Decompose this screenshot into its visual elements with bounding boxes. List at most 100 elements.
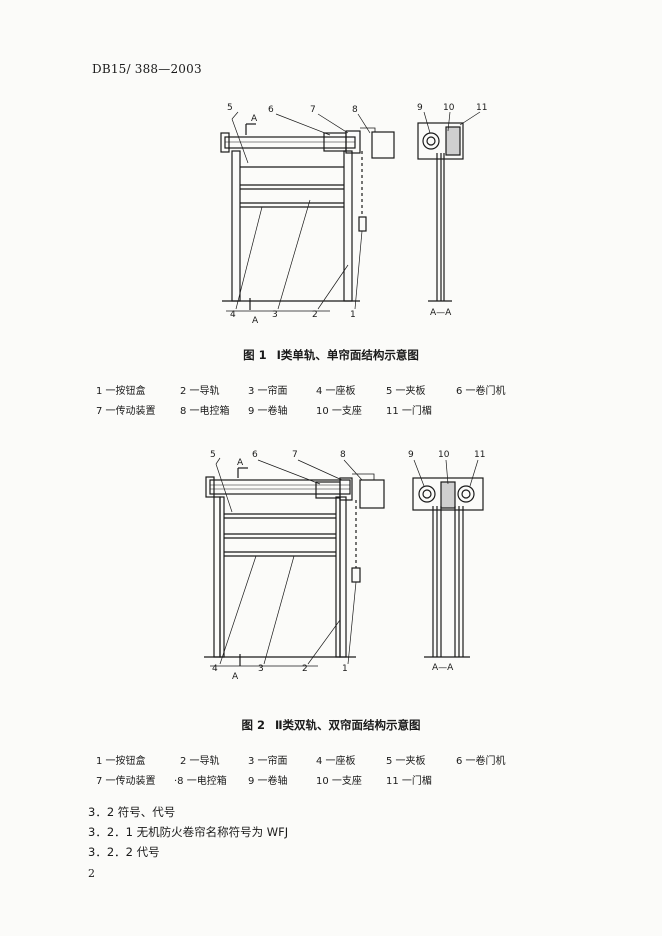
callout-7: 7 xyxy=(310,105,316,115)
control-box xyxy=(359,479,385,509)
right-guide-rail-inner xyxy=(335,496,341,658)
section-heading: 3．2 符号、代号 xyxy=(88,805,176,819)
callout-6: 6 xyxy=(252,450,258,460)
door-motor xyxy=(315,481,341,499)
leader-5 xyxy=(215,457,221,465)
leader-4 xyxy=(219,555,257,665)
legend-item: 3 一帘面 xyxy=(248,386,288,397)
callout-9: 9 xyxy=(408,450,414,460)
legend-item: 5 一夹板 xyxy=(386,386,426,397)
callout-a-bottom: A xyxy=(232,672,239,680)
callout-2: 2 xyxy=(312,310,318,320)
figure-2-title: Ⅱ类双轨、双帘面结构示意图 xyxy=(274,718,421,732)
figure-2-drawing: 5 A 6 7 8 4 A 3 2 1 9 10 11 A—A xyxy=(204,450,485,680)
leader-7 xyxy=(317,113,349,134)
callout-3: 3 xyxy=(272,310,278,320)
legend-item: 2 一导轨 xyxy=(180,386,220,397)
section-label: A—A xyxy=(432,663,454,673)
legend-item: 4 一座板 xyxy=(316,756,356,767)
right-guide-rail xyxy=(339,496,347,658)
legend-item: 6 一卷门机 xyxy=(456,386,506,397)
button-box xyxy=(351,567,361,583)
legend-item: 11 一门楣 xyxy=(386,406,432,417)
leader-8 xyxy=(343,459,363,481)
figure-1-drawing: 5 A 6 7 8 4 A 3 2 1 9 10 11 A—A xyxy=(220,103,487,325)
leader-2 xyxy=(307,619,341,665)
figure-2-number: 图 2 xyxy=(241,718,265,732)
legend-row: 1 一按钮盒 2 一导轨 3 一帘面 4 一座板 5 一夹板 6 一卷门机 xyxy=(96,752,576,772)
callout-8: 8 xyxy=(352,105,358,115)
section-lintel xyxy=(412,477,484,511)
section-support xyxy=(445,126,461,156)
section-support xyxy=(440,481,456,509)
callout-6: 6 xyxy=(268,105,274,115)
leader-2 xyxy=(317,264,349,310)
legend-item: 9 一卷轴 xyxy=(248,776,288,787)
leader-5b xyxy=(215,463,233,513)
control-box xyxy=(371,131,395,159)
legend-item: 10 一支座 xyxy=(316,776,362,787)
roller-axle xyxy=(224,136,356,149)
left-bracket xyxy=(205,476,215,498)
legend-item: 8 一电控箱 xyxy=(180,406,230,417)
callout-1: 1 xyxy=(342,664,348,674)
legend-item: 11 一门楣 xyxy=(386,776,432,787)
legend-item: ·8 一电控箱 xyxy=(174,776,227,787)
leader-1 xyxy=(347,581,357,665)
callout-11: 11 xyxy=(476,103,487,113)
leader-11 xyxy=(459,111,481,126)
section-roller xyxy=(418,485,436,503)
legend-item: 7 一传动装置 xyxy=(96,406,156,417)
callout-4: 4 xyxy=(212,664,218,674)
section-roller-core xyxy=(422,489,432,499)
figure-1: 5 A 6 7 8 4 A 3 2 1 9 10 11 A—A xyxy=(0,95,662,325)
legend-row: 7 一传动装置 ·8 一电控箱 9 一卷轴 10 一支座 11 一门楣 xyxy=(96,772,576,792)
callout-a-top: A xyxy=(251,114,258,124)
button-box xyxy=(358,216,367,232)
section-roller-core xyxy=(426,136,436,146)
section-roller xyxy=(422,132,440,150)
leader-4 xyxy=(235,206,263,310)
left-guide-rail-inner xyxy=(219,496,225,658)
legend-item: 6 一卷门机 xyxy=(456,756,506,767)
legend-row: 1 一按钮盒 2 一导轨 3 一帘面 4 一座板 5 一夹板 6 一卷门机 xyxy=(96,382,576,402)
leader-8 xyxy=(357,113,371,134)
legend-item: 3 一帘面 xyxy=(248,756,288,767)
callout-10: 10 xyxy=(443,103,455,113)
callout-10: 10 xyxy=(438,450,450,460)
transmission xyxy=(345,130,361,154)
leader-3 xyxy=(263,555,295,665)
roller-axle xyxy=(209,479,351,495)
control-wire xyxy=(360,127,376,132)
leader-6 xyxy=(257,459,321,485)
callout-7: 7 xyxy=(292,450,298,460)
leader-9 xyxy=(413,459,425,487)
leader-7 xyxy=(297,459,343,481)
leader-1 xyxy=(354,230,363,310)
section-label: A—A xyxy=(430,308,452,318)
section-item: 3．2．1 无机防火卷帘名称符号为 WFJ xyxy=(88,825,289,839)
left-guide-rail xyxy=(231,150,241,302)
callout-11: 11 xyxy=(474,450,485,460)
callout-5: 5 xyxy=(210,450,216,460)
callout-8: 8 xyxy=(340,450,346,460)
figure-1-title: Ⅰ类单轨、单帘面结构示意图 xyxy=(276,348,419,362)
callout-9: 9 xyxy=(417,103,423,113)
page-number: 2 xyxy=(88,867,95,880)
control-wire xyxy=(352,473,375,480)
figure-2: 5 A 6 7 8 4 A 3 2 1 9 10 11 A—A xyxy=(0,440,662,680)
callout-2: 2 xyxy=(302,664,308,674)
section-roller-core xyxy=(461,489,471,499)
leader-11 xyxy=(469,459,479,487)
callout-a-bottom: A xyxy=(252,316,259,325)
legend-item: 4 一座板 xyxy=(316,386,356,397)
document-code: DB15/ 388—2003 xyxy=(92,62,202,76)
section-roller xyxy=(457,485,475,503)
legend-item: 1 一按钮盒 xyxy=(96,386,146,397)
legend-item: 10 一支座 xyxy=(316,406,362,417)
leader-5 xyxy=(231,111,239,120)
leader-9 xyxy=(423,111,431,134)
figure-2-legend: 1 一按钮盒 2 一导轨 3 一帘面 4 一座板 5 一夹板 6 一卷门机 7 … xyxy=(96,752,576,792)
figure-2-caption: 图 2 Ⅱ类双轨、双帘面结构示意图 xyxy=(0,717,662,733)
